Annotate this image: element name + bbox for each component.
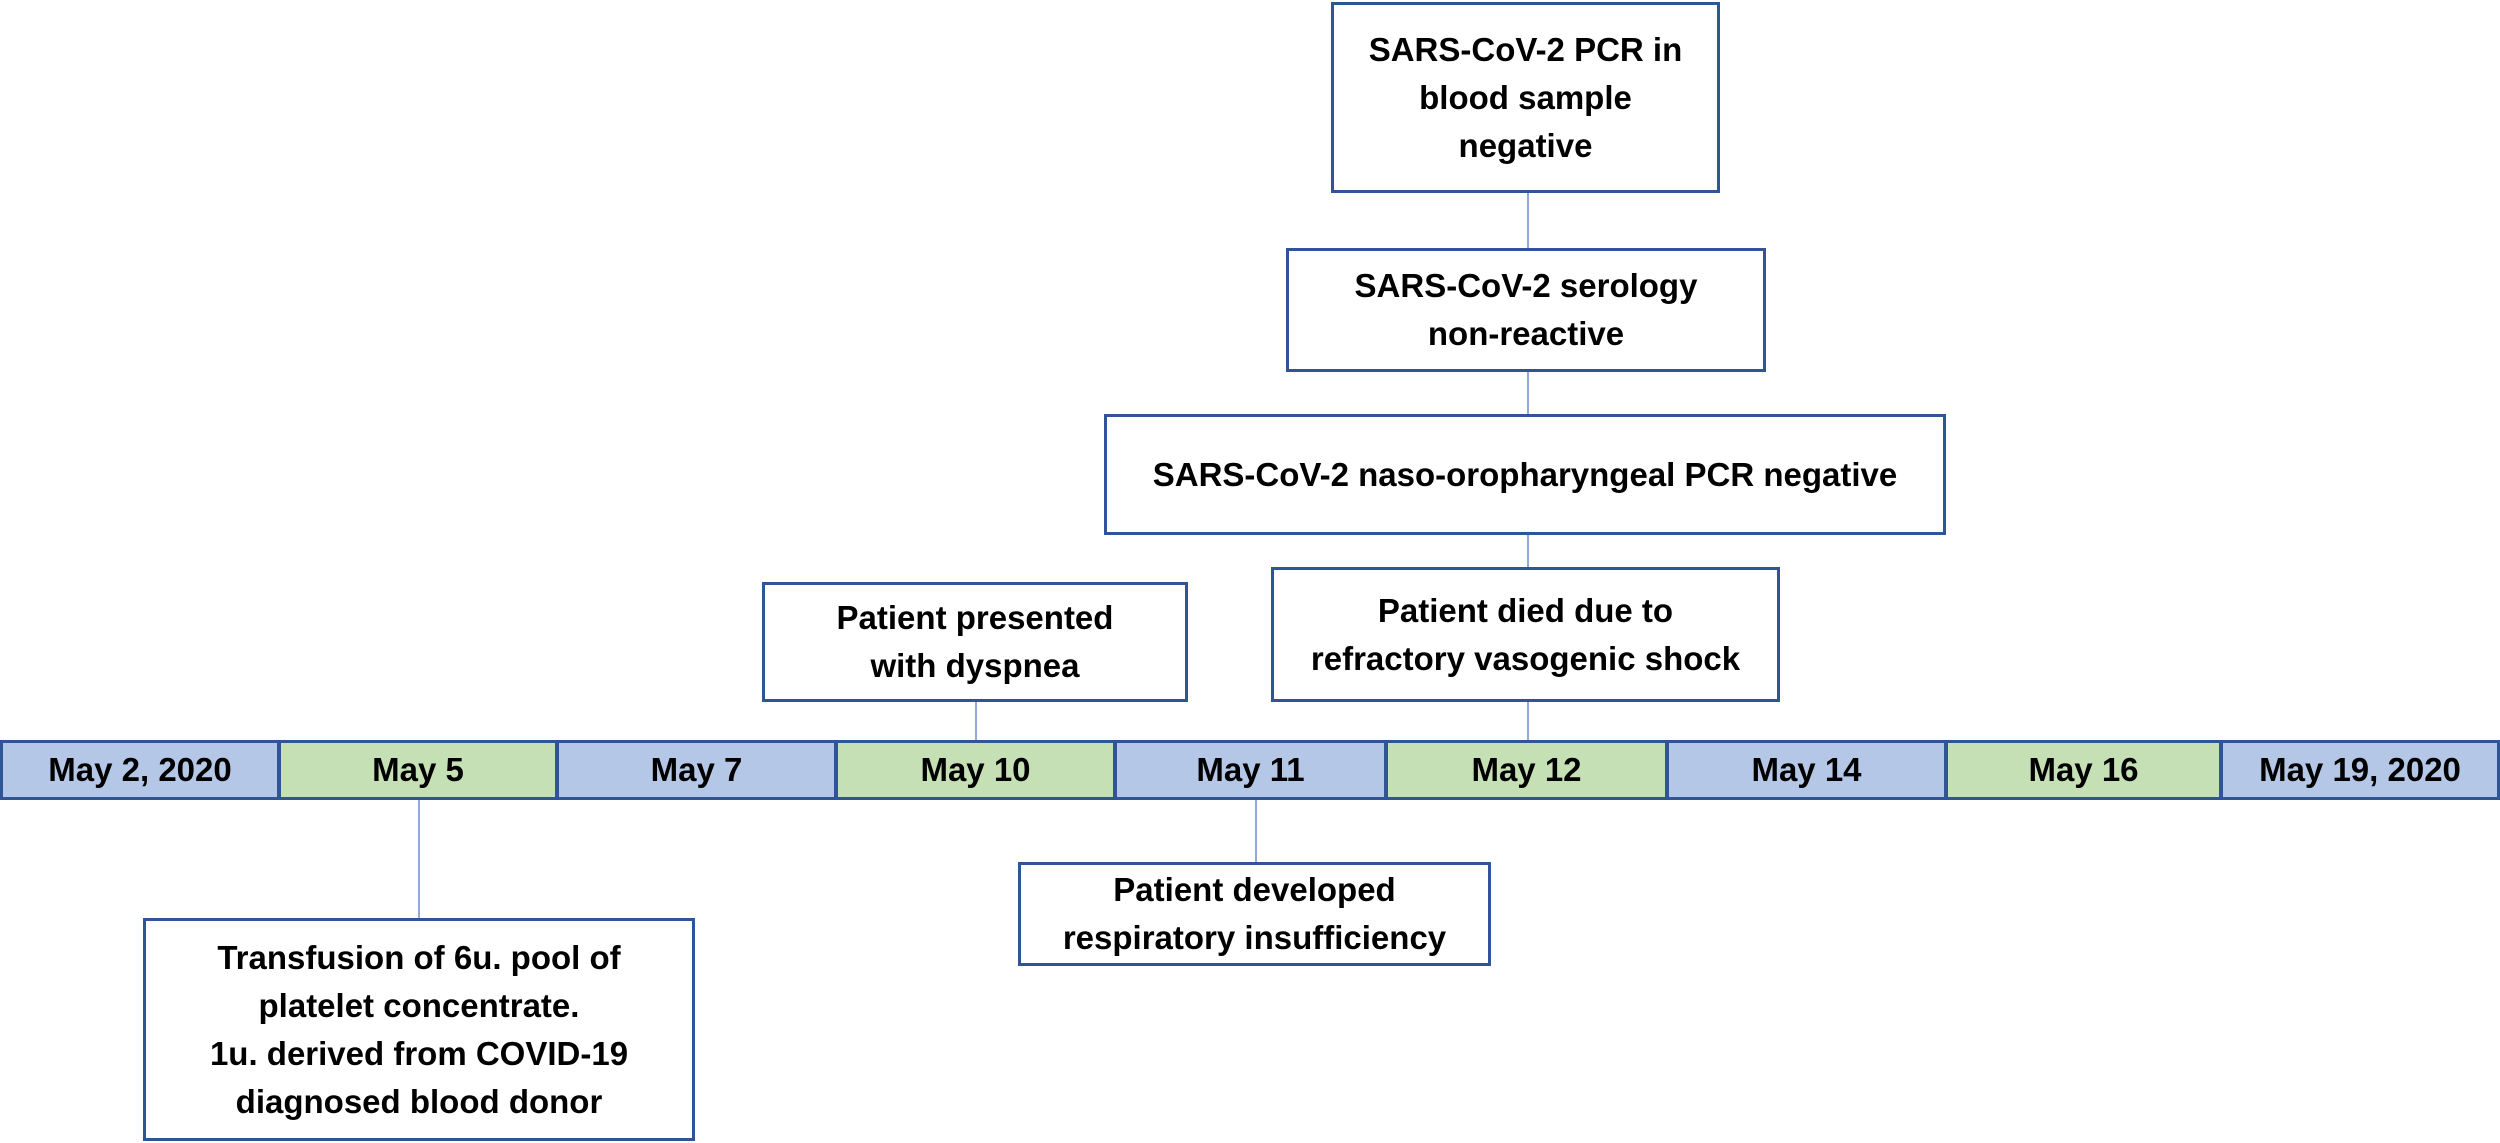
event-naso-pcr-negative-text: SARS-CoV-2 naso-oropharyngeal PCR negati… [1152,455,1898,493]
date-label: May 16 [2028,751,2139,788]
date-label: May 19, 2020 [2259,751,2461,788]
date-cell-may-10: May 10 [835,740,1116,800]
date-label: May 14 [1751,751,1862,788]
date-cell-may-7: May 7 [556,740,837,800]
date-cell-may-16: May 16 [1945,740,2222,800]
connector-dyspnea-to-may10 [975,702,977,742]
connector-naso-pcr-to-died [1527,535,1529,567]
date-label: May 10 [920,751,1031,788]
date-cell-may-12: May 12 [1385,740,1668,800]
connector-died-to-may12 [1527,702,1529,742]
date-label: May 11 [1196,751,1305,788]
event-respiratory-insufficiency-text: Patient developed respiratory insufficie… [1062,871,1447,956]
date-cell-may-5: May 5 [278,740,558,800]
event-platelet-transfusion: Transfusion of 6u. pool of platelet conc… [143,918,695,1141]
timeline-bar: May 2, 2020 May 5 May 7 May 10 May 11 Ma… [0,740,2500,800]
event-patient-dyspnea-text: Patient presented with dyspnea [836,599,1114,684]
event-pcr-blood-negative-text: SARS-CoV-2 PCR in blood sample negative [1368,30,1683,164]
date-cell-may-19-2020: May 19, 2020 [2220,740,2500,800]
date-label: May 5 [372,751,464,788]
event-patient-died-text: Patient died due to refractory vasogenic… [1310,591,1741,677]
event-serology-non-reactive-text: SARS-CoV-2 serology non-reactive [1354,267,1698,352]
connector-serology-to-naso-pcr [1527,372,1529,414]
date-cell-may-11: May 11 [1114,740,1387,800]
event-pcr-blood-negative: SARS-CoV-2 PCR in blood sample negative [1331,2,1720,193]
event-patient-dyspnea: Patient presented with dyspnea [762,582,1188,702]
event-naso-pcr-negative: SARS-CoV-2 naso-oropharyngeal PCR negati… [1104,414,1946,535]
event-serology-non-reactive: SARS-CoV-2 serology non-reactive [1286,248,1766,372]
date-cell-may-14: May 14 [1666,740,1947,800]
event-respiratory-insufficiency: Patient developed respiratory insufficie… [1018,862,1491,966]
date-label: May 7 [650,751,743,788]
date-label: May 12 [1471,751,1582,788]
event-patient-died: Patient died due to refractory vasogenic… [1271,567,1780,702]
date-label: May 2, 2020 [48,751,232,788]
event-platelet-transfusion-text: Transfusion of 6u. pool of platelet conc… [209,938,629,1120]
connector-pcr-blood-to-serology [1527,193,1529,248]
date-cell-may-2-2020: May 2, 2020 [0,740,280,800]
connector-may5-to-transfusion [418,800,420,918]
connector-may11-to-respiratory [1255,800,1257,862]
